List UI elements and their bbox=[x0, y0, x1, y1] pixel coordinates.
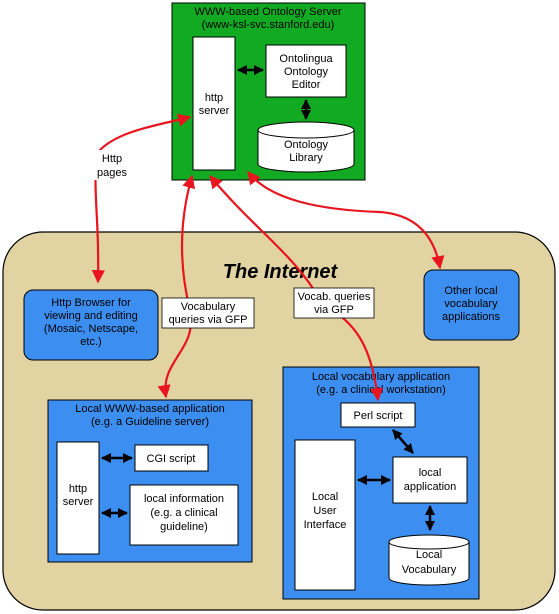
vocab2-gfp-line2: via GFP bbox=[314, 304, 354, 316]
app-line2: application bbox=[404, 481, 457, 493]
browser-line1: Http Browser for bbox=[51, 297, 131, 309]
perl-script-label: Perl script bbox=[354, 410, 403, 422]
ui-line1: Local bbox=[312, 491, 338, 503]
cgi-script-label: CGI script bbox=[147, 453, 196, 465]
local-www-title-line1: Local WWW-based application bbox=[75, 403, 225, 415]
vocab-gfp-line1: Vocabulary bbox=[181, 301, 236, 313]
editor-line3: Editor bbox=[292, 79, 321, 91]
local-www-title-line2: (e.g. a Guideline server) bbox=[91, 416, 209, 428]
local-vocab-title-line2: (e.g. a clinical workstation) bbox=[316, 384, 446, 396]
local-www-http-line2: server bbox=[63, 496, 94, 508]
local-vocab-title-line1: Local vocabulary application bbox=[312, 371, 450, 383]
other-apps-line1: Other local bbox=[444, 285, 497, 297]
local-application-box bbox=[392, 456, 468, 504]
server-http-server-line2: server bbox=[199, 105, 230, 117]
vocab-line1: Local bbox=[416, 549, 442, 561]
http-pages-line2: pages bbox=[97, 167, 127, 179]
browser-line3: (Mosaic, Netscape, bbox=[44, 323, 138, 335]
ontolingua-editor-box bbox=[265, 44, 347, 98]
vocab-gfp-label-box bbox=[161, 297, 255, 329]
local-www-http-server-box bbox=[56, 441, 100, 555]
ui-line2: User bbox=[313, 505, 337, 517]
other-apps-box bbox=[423, 269, 520, 341]
perl-app-arrow bbox=[392, 429, 414, 454]
library-line2: Library bbox=[289, 152, 323, 164]
local-vocabulary-cylinder bbox=[388, 534, 470, 586]
http-pages-label-bg bbox=[92, 150, 132, 180]
vocab2-gfp-label-box bbox=[293, 287, 375, 319]
editor-line2: Ontology bbox=[284, 66, 329, 78]
vocab2-gfp-line1: Vocab. queries bbox=[298, 291, 371, 303]
ui-line3: Interface bbox=[304, 519, 347, 531]
cgi-script-box bbox=[134, 444, 209, 472]
vocab-line2: Vocabulary bbox=[402, 564, 457, 576]
http-pages-line1: Http bbox=[102, 153, 122, 165]
server-title-line1: WWW-based Ontology Server bbox=[194, 6, 341, 18]
other-apps-line3: applications bbox=[442, 311, 501, 323]
perl-script-box bbox=[340, 402, 416, 428]
info-line3: guideline) bbox=[160, 521, 208, 533]
info-line2: (e.g. a clinical bbox=[150, 507, 217, 519]
info-line1: local information bbox=[144, 493, 224, 505]
local-user-interface-box bbox=[294, 439, 356, 591]
local-www-http-line1: http bbox=[69, 483, 87, 495]
browser-line4: etc.) bbox=[80, 336, 101, 348]
server-title-line2: (www-ksl-svc.stanford.edu) bbox=[202, 19, 335, 31]
internet-title: The Internet bbox=[223, 261, 339, 283]
server-http-server-line1: http bbox=[205, 92, 223, 104]
library-line1: Ontology bbox=[284, 139, 329, 151]
app-line1: local bbox=[419, 467, 442, 479]
vocab-gfp-line2: queries via GFP bbox=[169, 314, 248, 326]
other-apps-line2: vocabulary bbox=[444, 298, 498, 310]
local-information-box bbox=[129, 484, 239, 546]
browser-line2: viewing and editing bbox=[44, 310, 138, 322]
other-apps-arrow bbox=[247, 170, 445, 270]
editor-line1: Ontolingua bbox=[279, 53, 333, 65]
server-http-server-box bbox=[192, 36, 236, 171]
